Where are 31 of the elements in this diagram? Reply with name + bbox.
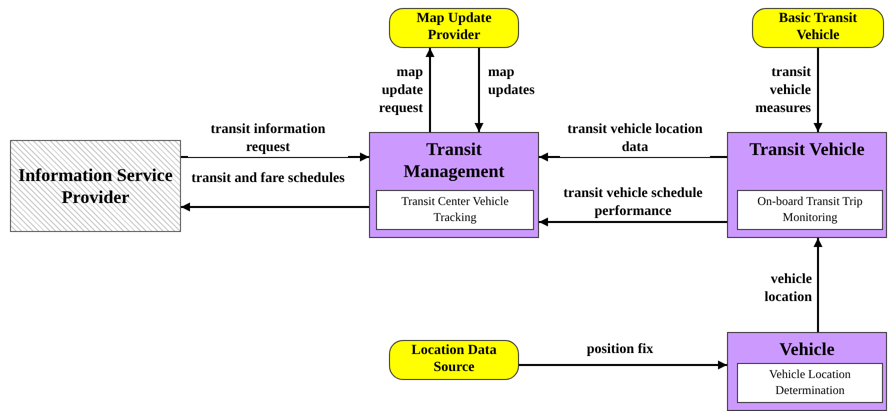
node-title: Transit Management xyxy=(402,139,506,182)
node-label: Vehicle Location Determination xyxy=(768,367,852,399)
arrow xyxy=(814,238,822,332)
node-label: Information Service Provider xyxy=(17,164,174,208)
external-system-box xyxy=(10,140,181,232)
arrow xyxy=(474,48,484,132)
node-label: Location Data Source xyxy=(410,343,498,377)
node-label: Transit Center Vehicle Tracking xyxy=(400,194,510,226)
node-label: Map Update Provider xyxy=(415,11,493,45)
arrow xyxy=(181,152,369,162)
function-box xyxy=(737,363,883,403)
terminator-box xyxy=(752,8,884,48)
function-box xyxy=(376,190,534,230)
node-title: Transit Vehicle xyxy=(748,139,866,161)
process-box xyxy=(369,132,539,238)
terminator-box xyxy=(389,8,519,48)
arrow xyxy=(181,202,369,212)
arrow xyxy=(519,360,727,370)
arrow xyxy=(426,48,434,132)
node-label: On-board Transit Trip Monitoring xyxy=(756,194,864,226)
terminator-box xyxy=(389,340,519,380)
edge-label: transit vehicle location data xyxy=(560,121,710,158)
arrow xyxy=(539,218,727,226)
arrow xyxy=(814,48,822,132)
process-box xyxy=(727,332,887,411)
node-title: Vehicle xyxy=(778,339,836,361)
edge-label: transit information request xyxy=(188,121,348,158)
function-box xyxy=(737,190,883,230)
process-box xyxy=(727,132,887,238)
arrow xyxy=(539,152,727,162)
node-label: Basic Transit Vehicle xyxy=(778,11,858,45)
